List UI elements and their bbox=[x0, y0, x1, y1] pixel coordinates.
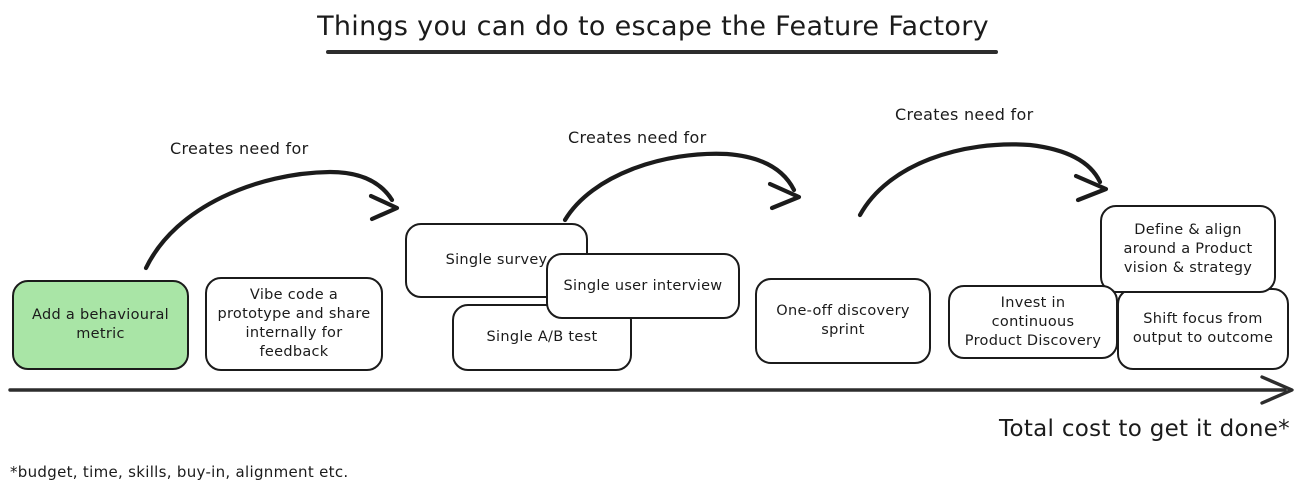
arrow-caption-1: Creates need for bbox=[170, 139, 309, 158]
box-single-user-interview[interactable]: Single user interview bbox=[546, 253, 740, 319]
box-invest-continuous-discovery[interactable]: Invest in continuous Product Discovery bbox=[948, 285, 1118, 359]
box-label: Define & align around a Product vision &… bbox=[1123, 221, 1253, 276]
box-label: Single user interview bbox=[563, 277, 723, 294]
box-define-align-product-vision[interactable]: Define & align around a Product vision &… bbox=[1100, 205, 1276, 293]
box-single-survey[interactable]: Single survey bbox=[405, 223, 588, 298]
box-label: Shift focus from output to outcome bbox=[1132, 311, 1274, 346]
title-underline bbox=[326, 50, 998, 54]
box-label: Add a behavioural metric bbox=[31, 307, 170, 342]
arrow-caption-2: Creates need for bbox=[568, 128, 707, 147]
creates-need-for-arrow-3 bbox=[857, 142, 1109, 218]
cost-axis-arrow bbox=[8, 375, 1294, 405]
box-label: One-off discovery sprint bbox=[776, 303, 910, 338]
box-label: Single A/B test bbox=[486, 329, 598, 345]
box-shift-focus-output-outcome[interactable]: Shift focus from output to outcome bbox=[1117, 288, 1289, 370]
box-add-behavioural-metric[interactable]: Add a behavioural metric bbox=[12, 280, 189, 370]
box-one-off-discovery-sprint[interactable]: One-off discovery sprint bbox=[755, 278, 931, 364]
arrow-caption-3: Creates need for bbox=[895, 105, 1034, 124]
box-vibe-code-prototype[interactable]: Vibe code a prototype and share internal… bbox=[205, 277, 383, 371]
footnote-text: *budget, time, skills, buy-in, alignment… bbox=[10, 463, 349, 481]
creates-need-for-arrow-1 bbox=[143, 169, 400, 271]
box-label: Invest in continuous Product Discovery bbox=[964, 294, 1102, 349]
box-label: Single survey bbox=[445, 252, 548, 268]
creates-need-for-arrow-2 bbox=[562, 151, 802, 223]
box-label: Vibe code a prototype and share internal… bbox=[217, 287, 371, 360]
page-title: Things you can do to escape the Feature … bbox=[317, 11, 989, 42]
axis-label-total-cost: Total cost to get it done* bbox=[999, 416, 1290, 442]
